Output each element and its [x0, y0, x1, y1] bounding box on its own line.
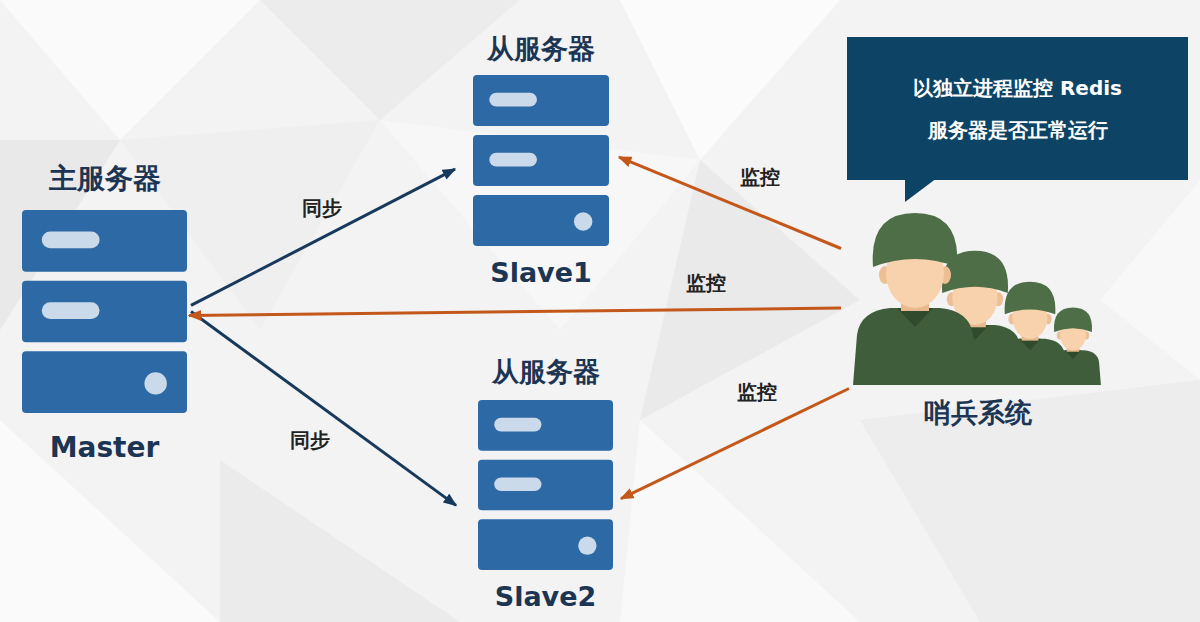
server-slab	[478, 400, 613, 451]
background-facet	[620, 0, 840, 160]
server-heading: 主服务器	[49, 162, 161, 196]
server-slab	[478, 460, 613, 511]
sentinel-group: 哨兵系统	[855, 210, 1100, 385]
callout-art	[847, 37, 1188, 180]
server-light	[574, 212, 592, 230]
node-label: Master	[50, 431, 160, 465]
background-facet	[0, 420, 220, 622]
server-slab	[473, 195, 609, 246]
background-facet	[640, 160, 860, 420]
soldier-helmet	[1005, 282, 1056, 314]
server-slab	[22, 210, 187, 272]
edge-label: 监控	[740, 164, 780, 191]
server-art	[22, 210, 187, 413]
background-facet	[1100, 180, 1200, 380]
edge-label: 同步	[302, 195, 342, 222]
server-slot	[489, 93, 537, 107]
callout-ground	[847, 37, 1188, 180]
node-label: 哨兵系统	[924, 397, 1032, 429]
slave-server: 从服务器Slave1	[473, 75, 609, 246]
background-facet	[220, 460, 460, 622]
background-facet	[380, 120, 700, 330]
server-heading: 从服务器	[487, 33, 595, 65]
server-slab	[22, 281, 187, 343]
sentinel-art	[855, 210, 1100, 385]
monitor-arrow	[621, 389, 849, 499]
edge-label: 同步	[290, 427, 330, 454]
soldier-helmet	[873, 213, 958, 267]
server-heading: 从服务器	[492, 356, 600, 388]
edge-label: 监控	[686, 270, 726, 297]
callout-text: 以独立进程监控 Redis 服务器是否正常运行	[911, 67, 1125, 151]
node-label: Slave2	[495, 581, 597, 613]
soldier-body	[853, 308, 977, 385]
server-art	[478, 400, 613, 570]
monitor-arrow	[189, 308, 841, 316]
server-slot	[42, 232, 100, 249]
server-slot	[494, 418, 541, 432]
server-art	[473, 75, 609, 246]
server-light	[578, 537, 596, 555]
node-label: Slave1	[490, 257, 592, 289]
sync-arrow	[191, 169, 455, 305]
sync-arrow	[191, 312, 456, 506]
master-server: 主服务器Master	[22, 210, 187, 413]
server-slot	[489, 153, 537, 167]
monitor-arrow	[619, 157, 841, 248]
server-slab	[478, 519, 613, 570]
background-facet	[860, 380, 1200, 622]
soldier-figure	[853, 213, 977, 385]
speech-callout: 以独立进程监控 Redis 服务器是否正常运行	[847, 37, 1188, 180]
edge-label: 监控	[737, 379, 777, 406]
server-slab	[473, 135, 609, 186]
callout-pointer	[905, 179, 936, 202]
background-facet	[620, 420, 860, 622]
server-light	[144, 372, 166, 394]
server-slot	[42, 302, 100, 319]
server-slab	[22, 351, 187, 413]
slave-server: 从服务器Slave2	[478, 400, 613, 570]
server-slab	[473, 75, 609, 126]
background-facet	[0, 0, 260, 140]
soldier-helmet	[1054, 308, 1092, 332]
sentinel-illustration	[853, 213, 1101, 385]
server-slot	[494, 477, 541, 491]
